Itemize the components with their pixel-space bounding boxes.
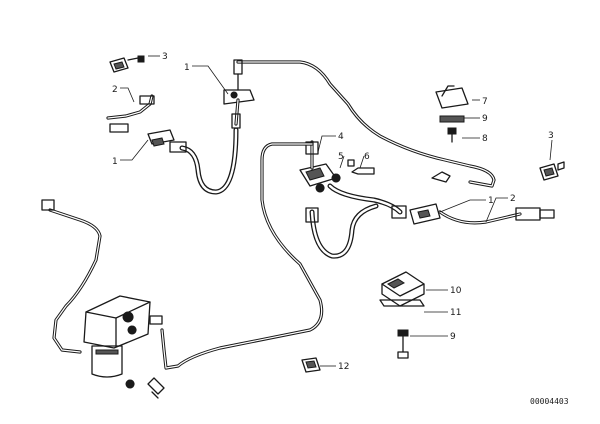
callout-2-left: 2 — [112, 85, 118, 95]
pipe-bracket-top — [223, 59, 255, 129]
callout-11: 11 — [450, 308, 461, 318]
brake-pipe-clip-upper-left — [106, 94, 175, 147]
distribution-block — [299, 140, 337, 193]
callout-4: 4 — [338, 132, 344, 142]
pipe-bracket-right — [409, 203, 555, 225]
callout-3-left: 3 — [162, 52, 168, 62]
callout-3-right: 3 — [548, 131, 554, 141]
callout-1-left: 1 — [112, 157, 118, 167]
callout-9-lower: 9 — [450, 332, 456, 342]
rigid-brake-pipe-upper — [236, 60, 496, 188]
flexible-brake-hose-left — [169, 127, 239, 195]
mount-bracket-upper-right — [435, 85, 469, 143]
flexible-brake-hose-right — [327, 183, 407, 219]
callout-12: 12 — [338, 362, 349, 372]
callout-2-right: 2 — [510, 194, 516, 204]
callout-9-upper: 9 — [482, 114, 488, 124]
pressure-modulator-valve — [83, 295, 163, 378]
callout-10: 10 — [450, 286, 462, 296]
mounting-bolt-modulator — [125, 377, 165, 399]
callout-8: 8 — [482, 134, 488, 144]
callout-1-right: 1 — [488, 196, 494, 206]
sensor-connector-right — [539, 161, 565, 181]
rigid-brake-pipe-lower — [160, 142, 324, 370]
grommet-twelve — [301, 357, 321, 373]
callout-7: 7 — [482, 97, 488, 107]
flexible-brake-hose-lower — [305, 203, 379, 259]
leader-lines — [120, 55, 553, 367]
clamp-assembly-lower-right — [379, 271, 425, 359]
callout-6: 6 — [364, 152, 370, 162]
sensor-connector-upper-left — [109, 55, 145, 73]
rigid-brake-pipe-left — [41, 199, 102, 354]
bolts-five-six — [331, 159, 375, 183]
document-number: 00004403 — [530, 397, 569, 406]
callout-5: 5 — [338, 152, 344, 162]
callout-1-top: 1 — [184, 63, 190, 73]
